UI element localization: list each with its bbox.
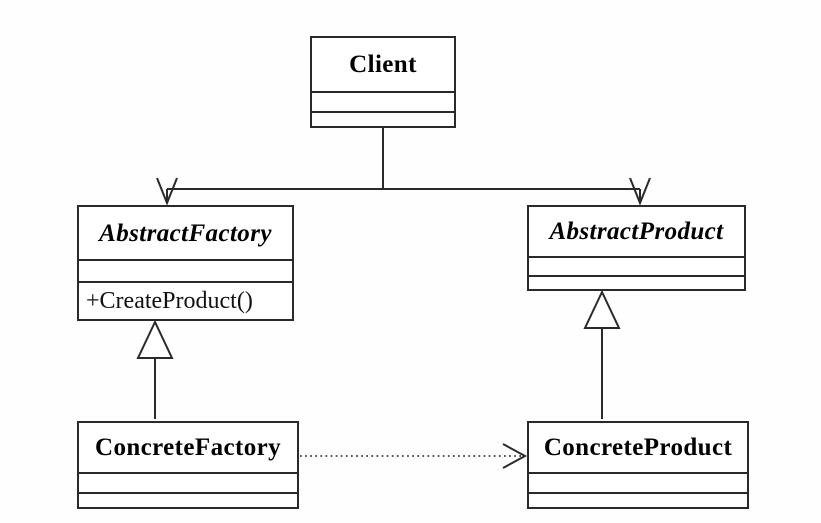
class-name-compartment-client: Client bbox=[312, 38, 454, 91]
class-box-client[interactable]: Client bbox=[310, 36, 456, 128]
operation-create-product: +CreateProduct() bbox=[86, 288, 253, 314]
class-box-abstract-product[interactable]: AbstractProduct bbox=[527, 205, 746, 291]
generalization-concretefactory-to-abstractfactory bbox=[136, 319, 174, 419]
class-name-compartment-concrete-factory: ConcreteFactory bbox=[79, 423, 297, 472]
arrowhead-hollow-triangle-left bbox=[136, 319, 174, 359]
class-operations-compartment-abstract-factory: +CreateProduct() bbox=[79, 281, 292, 319]
arrowhead-open-v-dependency bbox=[502, 443, 528, 469]
class-name-compartment-abstract-product: AbstractProduct bbox=[529, 207, 744, 256]
class-name-abstract-product: AbstractProduct bbox=[549, 218, 724, 245]
class-box-concrete-product[interactable]: ConcreteProduct bbox=[527, 421, 749, 509]
class-attributes-compartment-abstract-product bbox=[529, 256, 744, 275]
class-name-compartment-concrete-product: ConcreteProduct bbox=[529, 423, 747, 472]
class-attributes-compartment-client bbox=[312, 91, 454, 111]
class-name-abstract-factory: AbstractFactory bbox=[99, 219, 272, 247]
arrowhead-open-v-left bbox=[156, 177, 178, 206]
class-operations-compartment-client bbox=[312, 111, 454, 126]
association-client-to-abstractions bbox=[156, 128, 651, 206]
class-name-client: Client bbox=[349, 51, 417, 78]
arrowhead-hollow-triangle-right bbox=[583, 289, 621, 329]
class-box-concrete-factory[interactable]: ConcreteFactory bbox=[77, 421, 299, 509]
class-name-concrete-product: ConcreteProduct bbox=[543, 434, 733, 461]
class-name-concrete-factory: ConcreteFactory bbox=[94, 434, 281, 461]
class-attributes-compartment-abstract-factory bbox=[79, 259, 292, 281]
dependency-concretefactory-to-concreteproduct bbox=[300, 443, 528, 469]
class-operations-compartment-concrete-product bbox=[529, 492, 747, 507]
class-box-abstract-factory[interactable]: AbstractFactory +CreateProduct() bbox=[77, 205, 294, 321]
class-operations-compartment-concrete-factory bbox=[79, 492, 297, 507]
class-operations-compartment-abstract-product bbox=[529, 275, 744, 289]
class-attributes-compartment-concrete-factory bbox=[79, 472, 297, 492]
class-attributes-compartment-concrete-product bbox=[529, 472, 747, 492]
arrowhead-open-v-right bbox=[629, 177, 651, 206]
class-name-compartment-abstract-factory: AbstractFactory bbox=[79, 207, 292, 259]
generalization-concreteproduct-to-abstractproduct bbox=[583, 289, 621, 419]
